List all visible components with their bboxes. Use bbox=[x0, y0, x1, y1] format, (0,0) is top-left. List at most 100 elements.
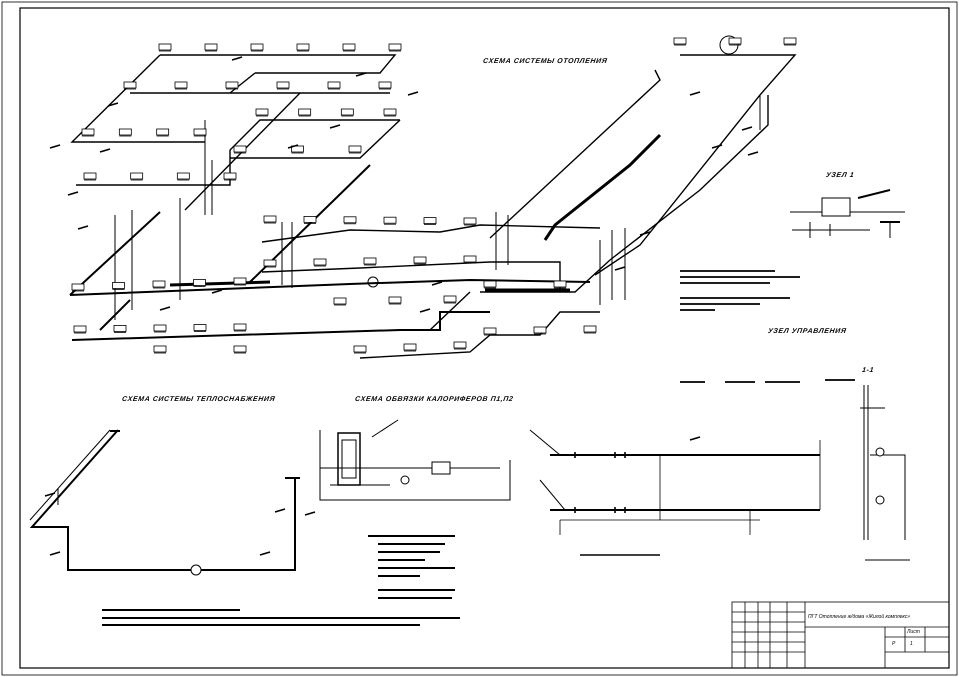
radiator-icon bbox=[176, 172, 190, 180]
radiator-icon bbox=[378, 81, 392, 89]
inner-frame bbox=[19, 7, 950, 669]
slope-mark bbox=[407, 91, 419, 96]
radiator-icon bbox=[348, 145, 362, 153]
slope-mark bbox=[355, 72, 367, 77]
radiator-icon bbox=[483, 327, 497, 335]
calorifier-pump bbox=[431, 461, 451, 475]
risers bbox=[114, 95, 761, 320]
slope-mark bbox=[689, 436, 701, 441]
unit1-heater bbox=[821, 197, 851, 217]
slope-mark bbox=[274, 508, 286, 513]
slope-mark bbox=[419, 308, 431, 313]
control-unit-scheme bbox=[529, 379, 855, 556]
slope-mark bbox=[711, 144, 723, 149]
section-valve-upper bbox=[875, 447, 885, 457]
radiator-icon bbox=[783, 37, 797, 45]
radiator-icon bbox=[327, 81, 341, 89]
radiator-icon bbox=[174, 81, 188, 89]
radiator-icon bbox=[233, 323, 247, 331]
title-block-stage: Р bbox=[892, 641, 896, 647]
radiator-icon bbox=[233, 277, 247, 285]
radiators bbox=[71, 37, 797, 354]
slope-mark bbox=[49, 551, 61, 556]
slope-mark bbox=[99, 148, 111, 153]
radiator-icon bbox=[255, 108, 269, 116]
title-block-header: ПГТ Отопление ж/дома «Жилой комплекс» bbox=[808, 614, 911, 620]
slope-mark bbox=[49, 144, 61, 149]
slope-mark bbox=[639, 231, 651, 236]
radiator-icon bbox=[130, 172, 144, 180]
slope-mark bbox=[211, 289, 223, 294]
radiator-icon bbox=[83, 172, 97, 180]
title-block-sheet-number: 1 bbox=[910, 641, 913, 647]
radiator-icon bbox=[204, 43, 218, 51]
radiator-icon bbox=[363, 257, 377, 265]
radiator-icon bbox=[193, 128, 207, 136]
slope-mark bbox=[259, 551, 271, 556]
radiator-icon bbox=[193, 324, 207, 331]
radiator-icon bbox=[353, 345, 367, 353]
slope-mark bbox=[304, 511, 316, 516]
slope-mark bbox=[747, 151, 759, 156]
radiator-icon bbox=[443, 295, 457, 303]
radiator-icon bbox=[113, 325, 127, 332]
slope-mark bbox=[107, 102, 119, 107]
slope-mark bbox=[67, 191, 79, 196]
radiator-icon bbox=[483, 280, 497, 288]
slope-mark bbox=[231, 56, 243, 61]
radiator-icon bbox=[453, 341, 467, 349]
section-title: 1-1 bbox=[861, 367, 875, 374]
heating-system-scheme bbox=[69, 35, 797, 359]
radiator-icon bbox=[73, 325, 87, 333]
right-main-branch bbox=[261, 54, 797, 359]
radiator-icon bbox=[423, 217, 437, 225]
title-block bbox=[731, 601, 950, 669]
unit1-detail bbox=[790, 189, 905, 238]
radiator-icon bbox=[383, 216, 397, 224]
radiator-icon bbox=[583, 325, 597, 333]
section-valve-lower bbox=[875, 495, 885, 505]
radiator-icon bbox=[296, 43, 310, 51]
control-unit-title: УЗЕЛ УПРАВЛЕНИЯ bbox=[767, 328, 847, 335]
radiator-icon bbox=[152, 280, 166, 288]
radiator-icon bbox=[276, 81, 290, 89]
radiator-icon bbox=[463, 255, 477, 263]
radiator-icon bbox=[156, 128, 170, 136]
calorifier-unit bbox=[337, 432, 361, 486]
radiator-icon bbox=[728, 37, 742, 45]
slope-mark bbox=[614, 266, 626, 271]
radiator-icon bbox=[388, 296, 402, 304]
radiator-icon bbox=[673, 37, 687, 45]
calorifier-title: СХЕМА ОБВЯЗКИ КАЛОРИФЕРОВ П1,П2 bbox=[354, 396, 514, 403]
main-loop bbox=[69, 164, 591, 341]
radiator-icon bbox=[463, 217, 477, 225]
radiator-icon bbox=[313, 258, 327, 266]
radiator-icon bbox=[263, 259, 277, 267]
radiator-icon bbox=[303, 215, 317, 223]
radiator-icon bbox=[158, 43, 172, 51]
radiator-icon bbox=[342, 43, 356, 51]
radiator-icon bbox=[333, 297, 347, 305]
radiator-icon bbox=[250, 43, 264, 51]
radiator-icon bbox=[383, 108, 397, 116]
radiator-icon bbox=[533, 326, 547, 334]
heating-scheme-title: СХЕМА СИСТЕМЫ ОТОПЛЕНИЯ bbox=[482, 58, 608, 65]
slope-mark bbox=[431, 281, 443, 286]
radiator-icon bbox=[118, 128, 132, 136]
unit1-title: УЗЕЛ 1 bbox=[825, 172, 855, 179]
slope-mark bbox=[287, 144, 299, 149]
slope-mark bbox=[329, 124, 341, 129]
main-header-thick bbox=[169, 133, 662, 292]
radiator-icon bbox=[81, 128, 95, 136]
heating-notes bbox=[680, 270, 800, 311]
radiator-icon bbox=[153, 324, 167, 332]
radiator-icon bbox=[298, 108, 312, 116]
radiator-icon bbox=[193, 279, 206, 286]
radiator-icon bbox=[263, 215, 277, 223]
valve-main bbox=[367, 276, 379, 288]
calorifier-scheme bbox=[319, 419, 511, 599]
radiator-icon bbox=[291, 145, 304, 153]
radiator-icon bbox=[553, 280, 567, 288]
